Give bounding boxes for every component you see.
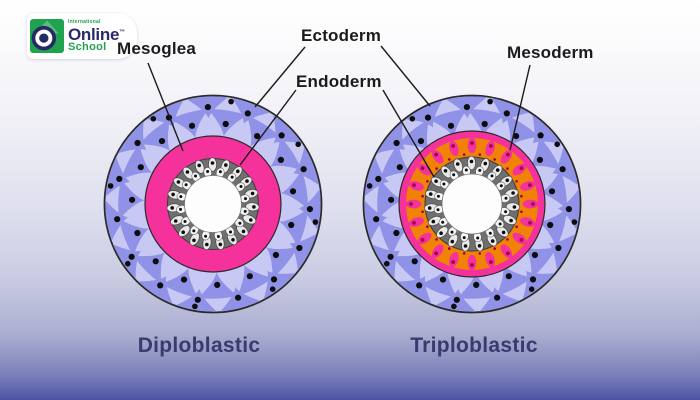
label-endoderm: Endoderm xyxy=(296,72,382,91)
logo-brand-top: International xyxy=(68,18,101,25)
diploblastic-diagram xyxy=(103,94,323,314)
online-school-logo-icon xyxy=(30,19,64,53)
label-mesoglea: Mesoglea xyxy=(117,39,197,58)
logo-brand-sub: School xyxy=(68,40,107,53)
caption-triploblastic: Triploblastic xyxy=(410,334,538,357)
label-mesoderm: Mesoderm xyxy=(507,43,594,62)
caption-diploblastic: Diploblastic xyxy=(137,334,261,357)
triploblastic-diagram xyxy=(362,94,582,314)
label-ectoderm: Ectoderm xyxy=(301,26,382,45)
online-school-logo: International Online™ School xyxy=(27,13,137,59)
logo-brand-main: Online™ xyxy=(68,24,125,44)
trademark-symbol: ™ xyxy=(119,28,125,35)
online-school-logo-text: International Online™ School xyxy=(68,18,125,53)
